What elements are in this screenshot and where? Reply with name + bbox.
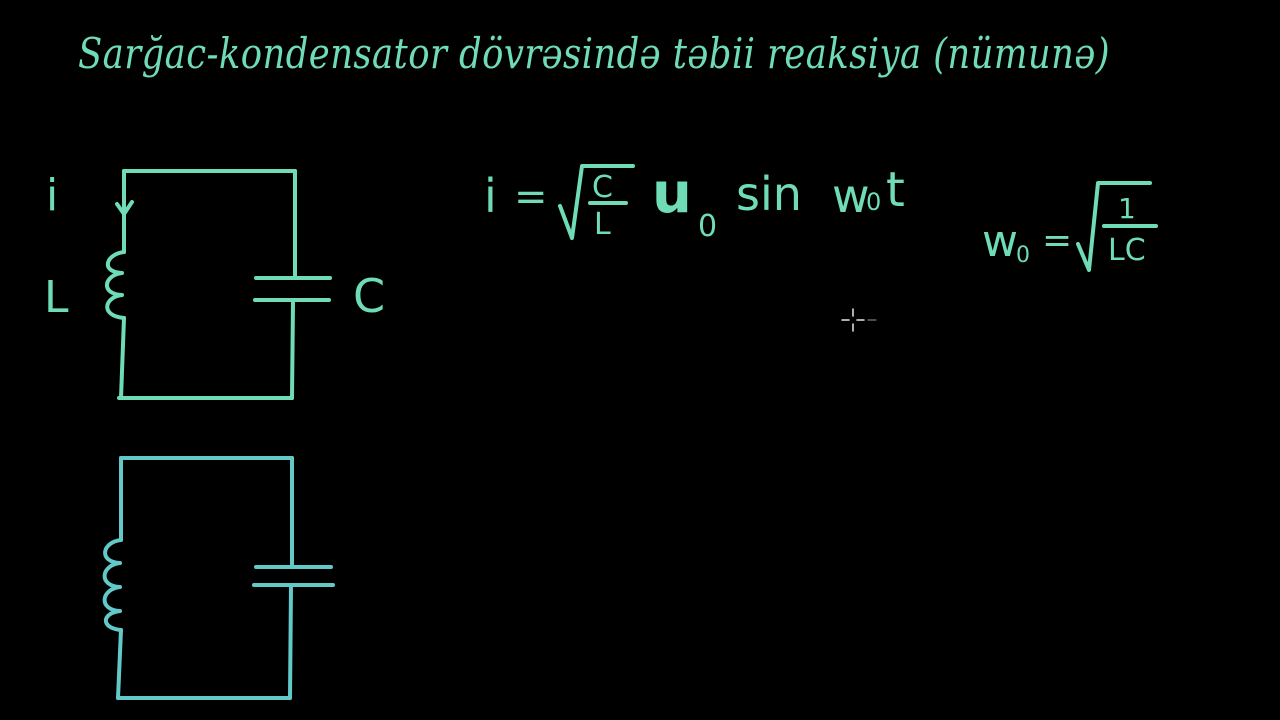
equation-current: i = C L u 0 sin w 0 t bbox=[484, 161, 905, 244]
circuit-2-wire-right-lower bbox=[288, 584, 293, 700]
eq-omega-frac-num: 1 bbox=[1118, 192, 1136, 225]
eq-current-time: t bbox=[886, 162, 905, 218]
eq-omega-frac-den: LC bbox=[1108, 233, 1146, 268]
eq-current-frac-den: L bbox=[594, 207, 611, 242]
circuit-1-wire-right-lower bbox=[290, 300, 295, 400]
eq-omega-sqrt bbox=[1076, 181, 1152, 272]
eq-current-amplitude: u bbox=[652, 161, 692, 226]
circuit-1 bbox=[105, 169, 332, 400]
eq-omega-equals: = bbox=[1042, 220, 1072, 261]
eq-current-amplitude-sub: 0 bbox=[698, 209, 717, 244]
eq-current-lhs: i bbox=[484, 169, 497, 223]
circuit-1-current-label: i bbox=[46, 170, 58, 221]
eq-current-frac-num: C bbox=[592, 170, 613, 205]
circuit-1-wire-left-lower bbox=[119, 316, 126, 400]
circuit-1-capacitor-label: C bbox=[353, 269, 385, 323]
circuit-1-inductor-coil bbox=[105, 250, 126, 320]
crosshair-cursor-icon bbox=[841, 308, 877, 332]
circuit-2-wire-left-lower bbox=[116, 628, 123, 700]
page-title: Sarğac-kondensator dövrəsində təbii reak… bbox=[78, 29, 1110, 78]
eq-omega-lhs: w bbox=[982, 216, 1018, 267]
equation-omega: w 0 = 1 LC bbox=[982, 181, 1158, 272]
eq-current-omega: w bbox=[832, 169, 870, 223]
circuit-2 bbox=[102, 456, 335, 700]
eq-current-omega-sub: 0 bbox=[866, 188, 881, 216]
circuit-1-current-arrow bbox=[115, 184, 134, 216]
circuit-1-inductor-label: L bbox=[44, 272, 69, 323]
eq-current-sqrt bbox=[558, 164, 635, 240]
eq-omega-lhs-sub: 0 bbox=[1016, 243, 1030, 268]
eq-current-equals: = bbox=[514, 174, 548, 220]
circuit-2-inductor-coil bbox=[102, 538, 123, 632]
eq-current-func: sin bbox=[736, 167, 802, 221]
